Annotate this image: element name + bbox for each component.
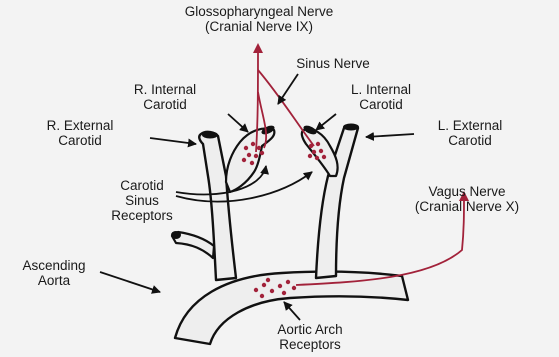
label-r-internal-carotid: R. Internal Carotid: [110, 82, 220, 112]
label-carotid-sinus-receptors: Carotid Sinus Receptors: [92, 178, 192, 223]
receptor-dot: [247, 153, 251, 157]
label-r-internal-line-2: Carotid: [110, 97, 220, 112]
pointer-aortic-arch: [284, 302, 300, 320]
label-l-external-carotid: L. External Carotid: [410, 118, 530, 148]
pointer-r-internal: [228, 114, 248, 132]
pointer-r-external: [150, 138, 196, 144]
receptor-dot: [262, 283, 266, 287]
label-l-external-line-1: L. External: [410, 118, 530, 133]
right-external-opening: [202, 132, 218, 139]
pointer-sinus-nerve: [278, 74, 298, 104]
label-r-external-line-2: Carotid: [20, 133, 140, 148]
label-l-internal-line-1: L. Internal: [326, 82, 436, 97]
receptor-dot: [260, 151, 264, 155]
label-glossopharyngeal-line-1: Glossopharyngeal Nerve: [134, 4, 384, 19]
receptor-dot: [309, 144, 313, 148]
label-l-internal-line-2: Carotid: [326, 97, 436, 112]
receptor-dot: [315, 156, 319, 160]
receptor-dot: [292, 286, 296, 290]
label-r-external-line-1: R. External: [20, 118, 140, 133]
pointer-ascending-aorta: [100, 272, 160, 292]
receptor-dot: [312, 150, 316, 154]
receptor-dot: [278, 284, 282, 288]
label-vagus-nerve: Vagus Nerve (Cranial Nerve X): [378, 184, 556, 214]
label-sinus-nerve-line-1: Sinus Nerve: [278, 56, 388, 71]
label-sinus-nerve: Sinus Nerve: [278, 56, 388, 71]
receptor-dot: [286, 280, 290, 284]
label-vagus-line-1: Vagus Nerve: [378, 184, 556, 199]
pointer-l-external: [366, 134, 414, 137]
pointer-l-internal: [316, 114, 336, 130]
label-l-internal-carotid: L. Internal Carotid: [326, 82, 436, 112]
receptor-dot: [316, 142, 320, 146]
label-ascending-aorta: Ascending Aorta: [4, 258, 104, 288]
label-carotid-sinus-line-2: Sinus: [92, 193, 192, 208]
receptor-dot: [322, 155, 326, 159]
label-aortic-arch-line-2: Receptors: [250, 337, 370, 352]
label-l-external-line-2: Carotid: [410, 133, 530, 148]
receptor-dot: [242, 158, 246, 162]
receptor-dot: [282, 291, 286, 295]
receptor-dot: [251, 142, 255, 146]
label-aortic-arch-line-1: Aortic Arch: [250, 322, 370, 337]
label-carotid-sinus-line-1: Carotid: [92, 178, 192, 193]
left-external-opening: [343, 124, 359, 131]
receptor-dot: [266, 278, 270, 282]
label-r-external-carotid: R. External Carotid: [20, 118, 140, 148]
receptor-dot: [254, 154, 258, 158]
label-glossopharyngeal-line-2: (Cranial Nerve IX): [134, 19, 384, 34]
label-glossopharyngeal-nerve: Glossopharyngeal Nerve (Cranial Nerve IX…: [134, 4, 384, 34]
receptor-dot: [244, 146, 248, 150]
label-aortic-arch-receptors: Aortic Arch Receptors: [250, 322, 370, 352]
receptor-dot: [254, 288, 258, 292]
label-r-internal-line-1: R. Internal: [110, 82, 220, 97]
receptor-dot: [319, 149, 323, 153]
right-subclavian-opening: [171, 231, 181, 239]
receptor-dot: [270, 289, 274, 293]
receptor-dot: [250, 161, 254, 165]
label-ascending-aorta-line-1: Ascending: [4, 258, 104, 273]
right-carotid-trunk: [199, 132, 236, 280]
receptor-dot: [260, 294, 264, 298]
receptor-dot: [257, 146, 261, 150]
receptor-dot: [308, 154, 312, 158]
label-carotid-sinus-line-3: Receptors: [92, 208, 192, 223]
right-internal-carotid: [226, 129, 274, 193]
label-vagus-line-2: (Cranial Nerve X): [378, 199, 556, 214]
label-ascending-aorta-line-2: Aorta: [4, 273, 104, 288]
